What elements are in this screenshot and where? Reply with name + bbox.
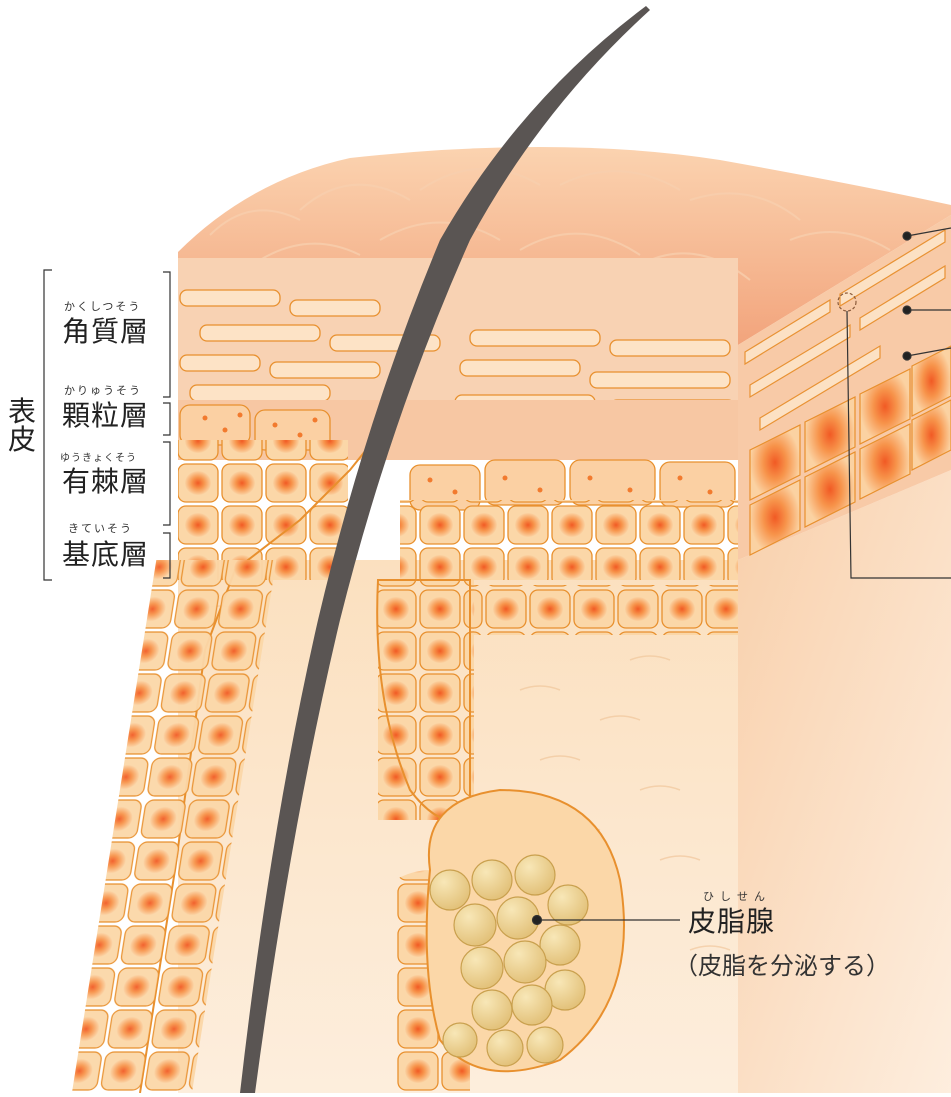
- sebaceous-note: （皮脂を分泌する）: [674, 946, 890, 981]
- sebaceous-label: 皮脂腺: [688, 900, 775, 940]
- layer-basal-label: 基底層: [62, 533, 149, 573]
- layer-granular-label: 顆粒層: [62, 394, 149, 434]
- layer-corneum-label: 角質層: [62, 310, 149, 350]
- layer-spinous-label: 有棘層: [62, 460, 149, 500]
- epidermis-label: 表 皮: [8, 398, 37, 454]
- basal-cells: [470, 585, 738, 635]
